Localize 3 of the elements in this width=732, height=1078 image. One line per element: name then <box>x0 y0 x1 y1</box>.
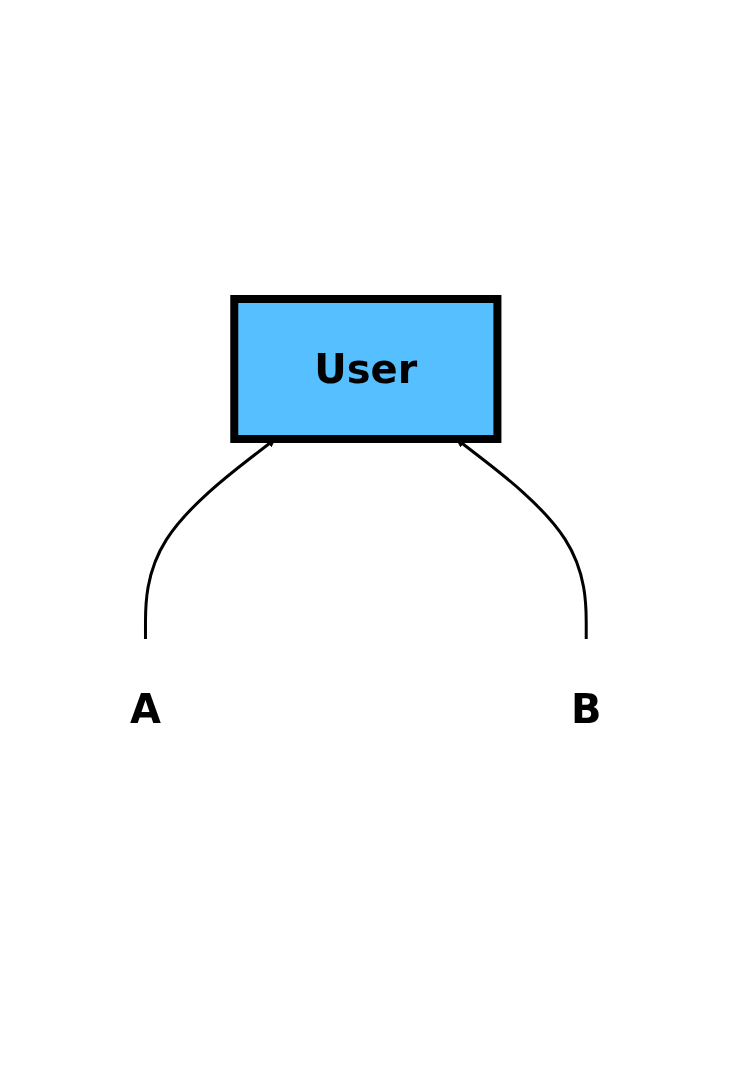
node-box: User <box>230 295 502 443</box>
node-text: B <box>571 686 602 732</box>
node-text: A <box>130 686 162 732</box>
